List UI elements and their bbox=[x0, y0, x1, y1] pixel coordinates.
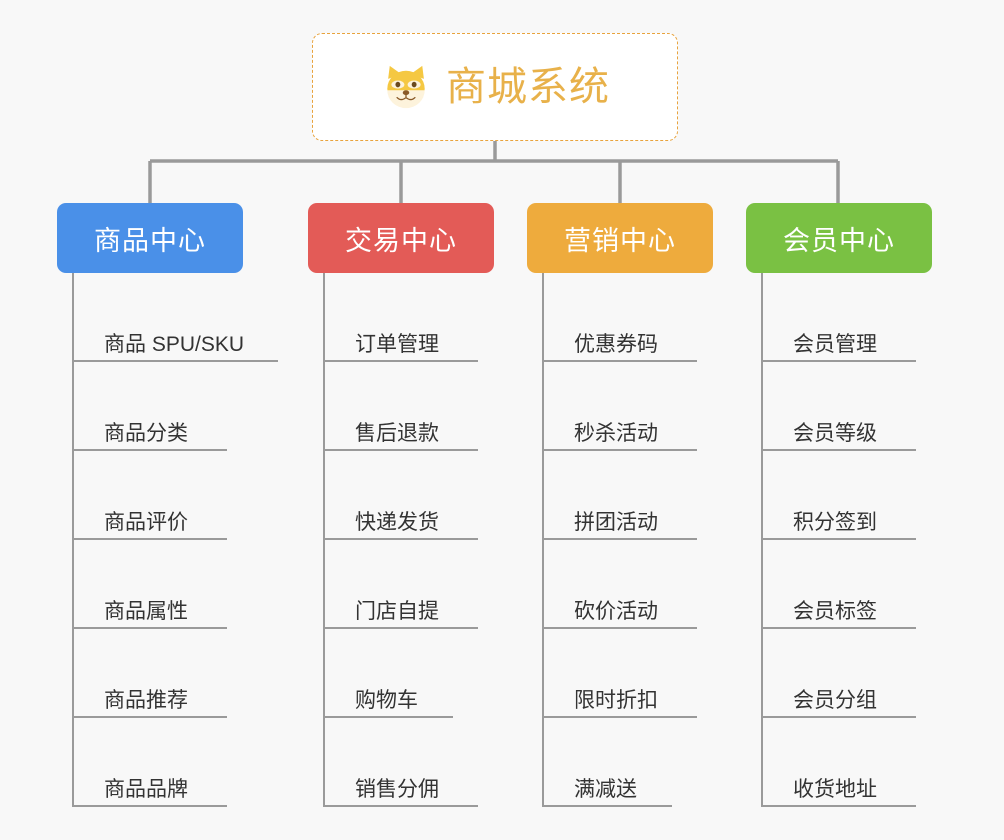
leaf-item-label: 快递发货 bbox=[355, 511, 439, 534]
leaf-item[interactable]: 会员等级 bbox=[761, 362, 932, 451]
leaf-item[interactable]: 收货地址 bbox=[761, 718, 932, 807]
leaf-underline bbox=[542, 627, 697, 629]
leaf-underline bbox=[323, 716, 453, 718]
leaf-item-label: 销售分佣 bbox=[355, 778, 439, 801]
root-title: 商城系统 bbox=[446, 65, 610, 109]
leaf-list: 订单管理售后退款快递发货门店自提购物车销售分佣 bbox=[308, 273, 494, 807]
leaf-underline bbox=[72, 627, 227, 629]
leaf-underline bbox=[72, 449, 227, 451]
shiba-dog-emoji bbox=[387, 65, 425, 109]
leaf-item[interactable]: 售后退款 bbox=[323, 362, 494, 451]
category-header-label: 营销中心 bbox=[564, 225, 676, 256]
leaf-item-label: 商品 SPU/SKU bbox=[104, 333, 245, 356]
leaf-underline bbox=[323, 360, 478, 362]
leaf-underline bbox=[72, 360, 278, 362]
category-header-2[interactable]: 交易中心 bbox=[308, 203, 494, 273]
leaf-item[interactable]: 砍价活动 bbox=[542, 540, 713, 629]
branch-column: 交易中心订单管理售后退款快递发货门店自提购物车销售分佣 bbox=[308, 203, 494, 807]
leaf-item-label: 商品分类 bbox=[104, 422, 188, 445]
leaf-underline bbox=[72, 538, 227, 540]
leaf-item-label: 门店自提 bbox=[355, 600, 439, 623]
leaf-item[interactable]: 门店自提 bbox=[323, 540, 494, 629]
leaf-item-label: 会员管理 bbox=[793, 333, 877, 356]
leaf-list: 商品 SPU/SKU 商品分类商品评价商品属性商品推荐商品品牌 bbox=[57, 273, 278, 807]
leaf-item[interactable]: 优惠券码 bbox=[542, 273, 713, 362]
leaf-item-label: 限时折扣 bbox=[574, 689, 658, 712]
leaf-item-label: 商品评价 bbox=[104, 511, 188, 534]
leaf-item-label: 会员分组 bbox=[793, 689, 877, 712]
branch-column: 营销中心优惠券码秒杀活动拼团活动砍价活动限时折扣满减送 bbox=[527, 203, 713, 807]
category-header-1[interactable]: 商品中心 bbox=[57, 203, 243, 273]
leaf-underline bbox=[761, 360, 916, 362]
leaf-underline bbox=[72, 716, 227, 718]
leaf-item[interactable]: 满减送 bbox=[542, 718, 713, 807]
leaf-item[interactable]: 商品属性 bbox=[72, 540, 243, 629]
leaf-item[interactable]: 销售分佣 bbox=[323, 718, 494, 807]
leaf-underline bbox=[542, 538, 697, 540]
leaf-item[interactable]: 订单管理 bbox=[323, 273, 494, 362]
leaf-item-label: 商品推荐 bbox=[104, 689, 188, 712]
category-header-label: 会员中心 bbox=[783, 225, 895, 256]
leaf-underline bbox=[323, 805, 478, 807]
leaf-item-label: 商品属性 bbox=[104, 600, 188, 623]
leaf-underline bbox=[323, 449, 478, 451]
leaf-underline bbox=[72, 805, 227, 807]
category-header-label: 商品中心 bbox=[94, 225, 206, 256]
leaf-item-label: 售后退款 bbox=[355, 422, 439, 445]
leaf-item-label: 订单管理 bbox=[355, 333, 439, 356]
leaf-item-label: 秒杀活动 bbox=[574, 422, 658, 445]
category-header-3[interactable]: 营销中心 bbox=[527, 203, 713, 273]
leaf-item[interactable]: 商品分类 bbox=[72, 362, 243, 451]
leaf-list: 优惠券码秒杀活动拼团活动砍价活动限时折扣满减送 bbox=[527, 273, 713, 807]
leaf-item-label: 会员标签 bbox=[793, 600, 877, 623]
leaf-item-label: 积分签到 bbox=[793, 511, 877, 534]
leaf-item-label: 收货地址 bbox=[793, 778, 877, 801]
leaf-item[interactable]: 快递发货 bbox=[323, 451, 494, 540]
leaf-underline bbox=[323, 627, 478, 629]
leaf-underline bbox=[761, 627, 916, 629]
leaf-underline bbox=[542, 449, 697, 451]
leaf-item[interactable]: 限时折扣 bbox=[542, 629, 713, 718]
leaf-underline bbox=[761, 805, 916, 807]
leaf-underline bbox=[761, 716, 916, 718]
leaf-item[interactable]: 商品品牌 bbox=[72, 718, 243, 807]
leaf-item[interactable]: 会员分组 bbox=[761, 629, 932, 718]
root-node[interactable]: 商城系统 bbox=[312, 33, 678, 141]
leaf-item-label: 砍价活动 bbox=[574, 600, 658, 623]
leaf-item[interactable]: 商品评价 bbox=[72, 451, 243, 540]
leaf-underline bbox=[761, 449, 916, 451]
leaf-item-label: 会员等级 bbox=[793, 422, 877, 445]
leaf-item[interactable]: 积分签到 bbox=[761, 451, 932, 540]
leaf-item-label: 满减送 bbox=[574, 778, 637, 801]
leaf-item[interactable]: 会员管理 bbox=[761, 273, 932, 362]
leaf-underline bbox=[542, 360, 697, 362]
leaf-underline bbox=[542, 805, 672, 807]
leaf-underline bbox=[761, 538, 916, 540]
leaf-item-label: 优惠券码 bbox=[574, 333, 658, 356]
leaf-item[interactable]: 购物车 bbox=[323, 629, 494, 718]
leaf-item[interactable]: 商品 SPU/SKU bbox=[72, 273, 278, 362]
leaf-underline bbox=[542, 716, 697, 718]
category-header-4[interactable]: 会员中心 bbox=[746, 203, 932, 273]
branch-column: 会员中心会员管理会员等级积分签到会员标签会员分组收货地址 bbox=[746, 203, 932, 807]
leaf-item[interactable]: 商品推荐 bbox=[72, 629, 243, 718]
leaf-item-label: 商品品牌 bbox=[104, 778, 188, 801]
branch-column: 商品中心商品 SPU/SKU 商品分类商品评价商品属性商品推荐商品品牌 bbox=[57, 203, 278, 807]
leaf-item-label: 拼团活动 bbox=[574, 511, 658, 534]
leaf-list: 会员管理会员等级积分签到会员标签会员分组收货地址 bbox=[746, 273, 932, 807]
leaf-underline bbox=[323, 538, 478, 540]
leaf-item[interactable]: 拼团活动 bbox=[542, 451, 713, 540]
category-header-label: 交易中心 bbox=[345, 225, 457, 256]
leaf-item-label: 购物车 bbox=[355, 689, 418, 712]
leaf-item[interactable]: 会员标签 bbox=[761, 540, 932, 629]
leaf-item[interactable]: 秒杀活动 bbox=[542, 362, 713, 451]
